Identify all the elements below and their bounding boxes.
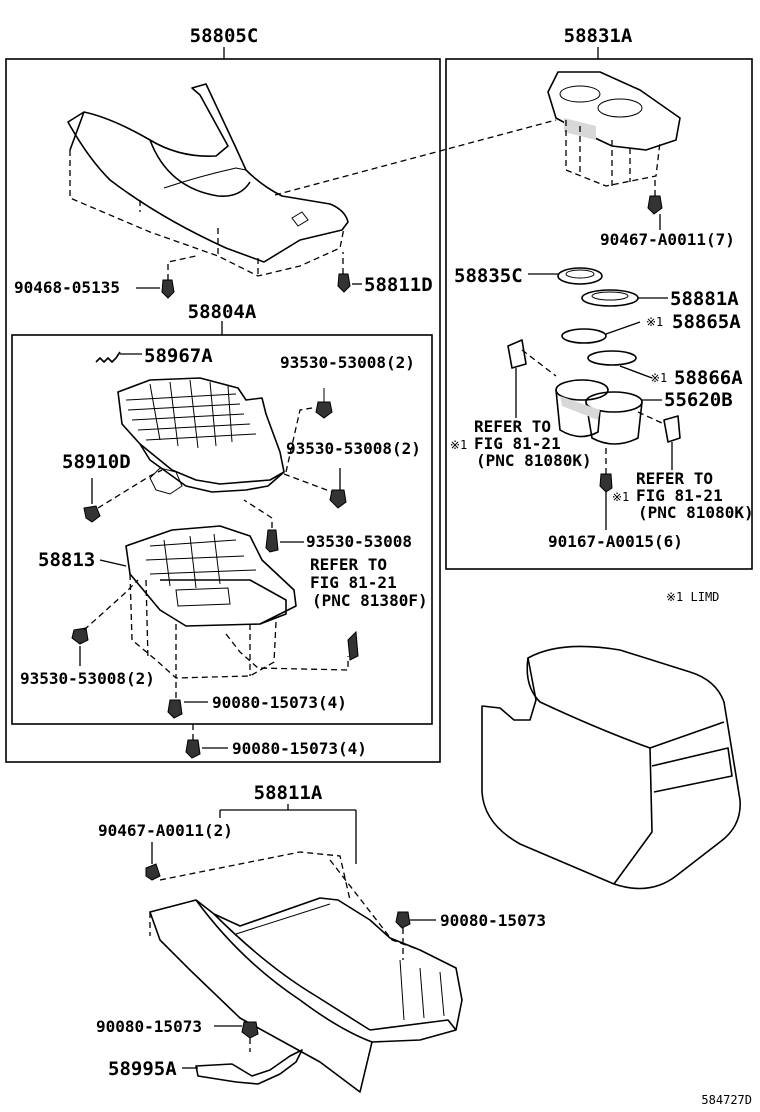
screw-90080-right-icon [395,911,411,929]
mark-refer-left: ※1 [450,438,467,452]
ring-58866a-icon [587,350,637,366]
refer-right-line3: (PNC 81080K) [638,503,754,522]
label-58835c: 58835C [454,265,523,287]
label-90080-15073-4b: 90080-15073(4) [232,739,367,758]
screw-90167-icon [599,473,613,493]
lid-58804a-drawing [117,377,285,493]
refer-note-left: REFER TO ※1 FIG 81-21 (PNC 81080K) [450,417,592,470]
screw-90080-4b-icon [185,739,201,759]
refer-note-box: REFER TO FIG 81-21 (PNC 81380F) [310,555,428,610]
screw-93530-lower-icon [265,529,279,553]
label-93530-53008: 93530-53008 [306,532,412,551]
refer-left-line2: FIG 81-21 [474,434,561,453]
ring-58865a-icon [561,328,607,344]
diagram-code: 584727D [701,1093,752,1107]
refer-right-line2: FIG 81-21 [636,486,723,505]
label-93530-53008-2-top: 93530-53008(2) [280,353,415,372]
refer-box-line1: REFER TO [310,555,387,574]
cup-holder-55620b-drawing [555,379,643,445]
refer-box-line2: FIG 81-21 [310,573,397,592]
mark-58866a: ※1 [650,371,667,385]
lower-console-58811a-drawing [149,851,463,1093]
label-93530-53008-2-mid: 93530-53008(2) [286,439,421,458]
label-58910d: 58910D [62,451,131,473]
cup-holder-panel-58831a-drawing [547,71,681,187]
label-90468-05135: 90468-05135 [14,278,120,297]
label-93530-53008-2-left: 93530-53008(2) [20,669,155,688]
limd-note: ※1 LIMD [666,590,719,604]
armrest-drawing [481,645,741,890]
clip-90467-7-icon [647,195,663,215]
label-58811a: 58811A [254,782,323,804]
frame-58805c [5,58,441,763]
ring-58835c-icon [557,267,603,285]
frame-58804a [11,334,433,725]
label-58813: 58813 [38,549,95,571]
label-58967a: 58967A [144,345,213,367]
frame-58831a [445,58,753,570]
screw-90080-4a-icon [167,699,183,719]
screw-93530-left-icon [71,627,89,645]
label-58831a: 58831A [564,25,633,47]
label-90467-a0011-2: 90467-A0011(2) [98,821,233,840]
refer-note-right: REFER TO ※1 FIG 81-21 (PNC 81080K) [612,469,754,522]
clip-90467-2-icon [145,863,161,881]
mark-58865a: ※1 [646,315,663,329]
clip-90468-icon [161,279,175,299]
switch-left-icon [507,339,527,369]
label-90467-a0011-7: 90467-A0011(7) [600,230,735,249]
bracket-58995a-drawing [195,1049,303,1085]
clip-58811d-icon [337,273,351,293]
switch-right-icon [663,415,681,443]
label-58805c: 58805C [190,25,259,47]
label-58881a: 58881A [670,288,739,310]
label-58811d: 58811D [364,274,433,296]
ring-58881a-icon [581,289,639,307]
screw-90080-left-icon [241,1021,259,1039]
spring-58967a-icon [95,351,121,363]
screw-93530-top-icon [315,388,333,419]
refer-right-line1: REFER TO [636,469,713,488]
refer-box-line3: (PNC 81380F) [312,591,428,610]
clip-58910d-icon [83,505,101,523]
box-58813-drawing [125,525,297,679]
refer-left-line3: (PNC 81080K) [476,451,592,470]
label-58995a: 58995A [108,1058,177,1080]
label-58865a: 58865A [672,311,741,333]
label-90167-a0015-6: 90167-A0015(6) [548,532,683,551]
label-90080-15073-left: 90080-15073 [96,1017,202,1036]
label-90080-15073-right: 90080-15073 [440,911,546,930]
mark-refer-right: ※1 [612,490,629,504]
label-90080-15073-4a: 90080-15073(4) [212,693,347,712]
label-58866a: 58866A [674,367,743,389]
refer-left-line1: REFER TO [474,417,551,436]
label-55620b: 55620B [664,389,733,411]
screw-93530-mid-icon [329,489,347,509]
label-58804a: 58804A [188,301,257,323]
upper-console-panel-drawing [67,83,349,277]
